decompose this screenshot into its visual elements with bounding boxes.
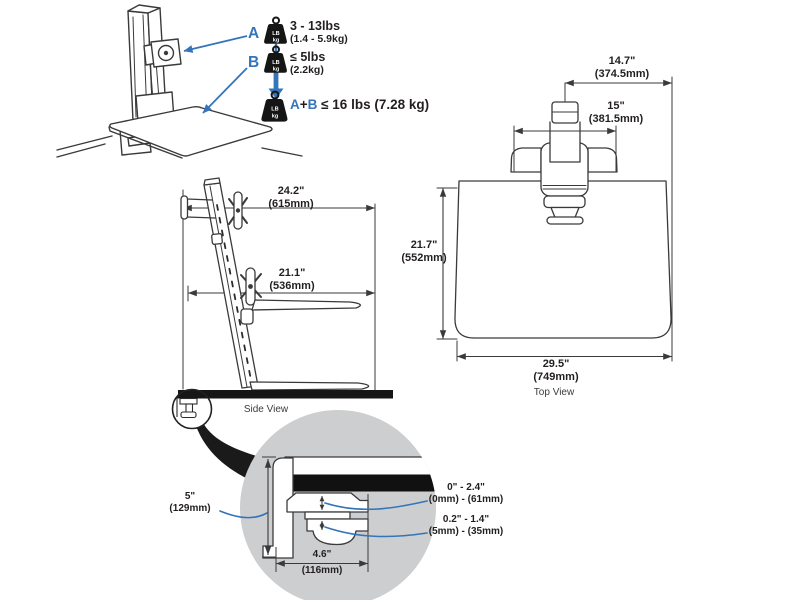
- dim-inches: 14.7": [608, 55, 636, 67]
- side-view-drawing: [178, 177, 393, 399]
- desk-top-band: [284, 456, 436, 476]
- magnifier-wedge: [196, 421, 263, 482]
- weight-b-kg: (2.2kg): [290, 64, 324, 76]
- weight-b-ring: [272, 45, 280, 54]
- top-center-to-edge-dim: 14.7" (374.5mm): [595, 55, 649, 80]
- combined-letter-b: B: [307, 97, 318, 112]
- leader-lower-range: [324, 526, 428, 538]
- dim-inches: 21.1": [278, 267, 306, 279]
- crossbar-left-wing: [510, 147, 542, 173]
- keyboard-tray: [251, 299, 361, 311]
- lip-range-dim: 0.2" - 1.4" (5mm) - (35mm): [429, 514, 503, 538]
- weight-a-lbs: 3 - 13lbs: [290, 19, 341, 33]
- side-view-caption: Side View: [243, 404, 289, 415]
- blue-down-arrowhead: [268, 88, 284, 99]
- dim-inches: 24.2": [277, 185, 305, 197]
- dim-mm: (0mm) - (61mm): [428, 494, 504, 505]
- callout-letter-a: A: [248, 25, 260, 42]
- side-keyboard-depth-dim: 21.1" (536mm): [269, 267, 314, 292]
- dim-inches: 0.2" - 1.4": [442, 514, 490, 525]
- dim-mm: (374.5mm): [594, 67, 650, 80]
- weight-a-ring: [272, 16, 280, 25]
- weight-icon-text: kg: [273, 67, 280, 73]
- desk-surface-section: [285, 475, 436, 492]
- side-overall-depth-dim: 24.2" (615mm): [268, 185, 313, 210]
- dim-mm: (552mm): [401, 251, 447, 264]
- combined-rule-text: ≤ 16 lbs (7.28 kg): [317, 97, 430, 112]
- dim-mm: (536mm): [269, 279, 315, 292]
- clamp-depth-mm: (116mm): [301, 565, 343, 576]
- dim-mm: (5mm) - (35mm): [428, 526, 504, 537]
- surface-thickness-range-dim: 0" - 2.4" (0mm) - (61mm): [429, 482, 503, 506]
- work-surface-top: [454, 180, 672, 339]
- dim-mm: (381.5mm): [588, 112, 644, 125]
- clamp-depth-inches: 4.6": [312, 549, 332, 560]
- weight-icon-text: kg: [273, 38, 280, 44]
- crossbar-right-wing: [587, 147, 618, 173]
- leader-5in: [219, 510, 268, 519]
- desk-surface-bar: [178, 390, 393, 399]
- work-surface-iso: [109, 105, 273, 157]
- leader-lines: [219, 500, 428, 538]
- top-view-caption: Top View: [533, 387, 575, 398]
- weight-icon-text: LB: [271, 107, 278, 113]
- weight-a-kg: (1.4 - 5.9kg): [290, 33, 348, 45]
- combined-letter-a: A: [290, 97, 300, 112]
- desk-edge-line: [56, 135, 113, 151]
- weight-capacity-icons: LB kg LB kg LB kg: [261, 16, 288, 122]
- isometric-view-drawing: [56, 4, 303, 159]
- column-cap: [127, 4, 161, 14]
- weight-total-ring: [270, 90, 280, 100]
- dim-inches: 21.7": [410, 239, 438, 251]
- top-surface-depth-dim: 21.7" (552mm): [401, 239, 446, 264]
- dim-mm: (749mm): [533, 370, 579, 383]
- dim-inches: 15": [607, 100, 625, 112]
- clamp-thin-bar: [304, 511, 351, 520]
- weight-icon-text: LB: [272, 60, 279, 66]
- monitor-plate-pivot: [157, 44, 175, 62]
- desk-edge-line: [261, 147, 303, 157]
- combined-plus: +: [299, 97, 308, 112]
- top-view-drawing: [436, 76, 673, 362]
- weight-b-lbs: ≤ 5lbs: [290, 50, 326, 64]
- clamp-height-dim: 5" (129mm): [169, 491, 210, 515]
- dim-inches: 29.5": [542, 358, 570, 370]
- weight-icon-text: kg: [272, 114, 279, 120]
- dim-inches: 5": [184, 491, 196, 502]
- callout-arrows: [183, 35, 248, 114]
- monitor-arm: [186, 198, 216, 219]
- top-crossbar-width-dim: 15" (381.5mm): [589, 100, 643, 125]
- leader-upper-range: [324, 500, 428, 511]
- desk-edge-line: [56, 143, 106, 158]
- work-surface-side: [249, 381, 370, 391]
- arrow-a-to-monitor-mount: [183, 35, 248, 53]
- weight-icon-text: LB: [272, 31, 279, 37]
- dim-mm: (615mm): [268, 197, 314, 210]
- dim-inches: 0" - 2.4": [447, 482, 485, 493]
- combined-weight-rule: A+B ≤ 16 lbs (7.28 kg): [290, 97, 429, 112]
- arrow-b-to-work-surface: [202, 67, 248, 114]
- dim-mm: (129mm): [169, 503, 211, 514]
- callout-letter-b: B: [248, 54, 260, 71]
- top-surface-width-dim: 29.5" (749mm): [533, 358, 578, 383]
